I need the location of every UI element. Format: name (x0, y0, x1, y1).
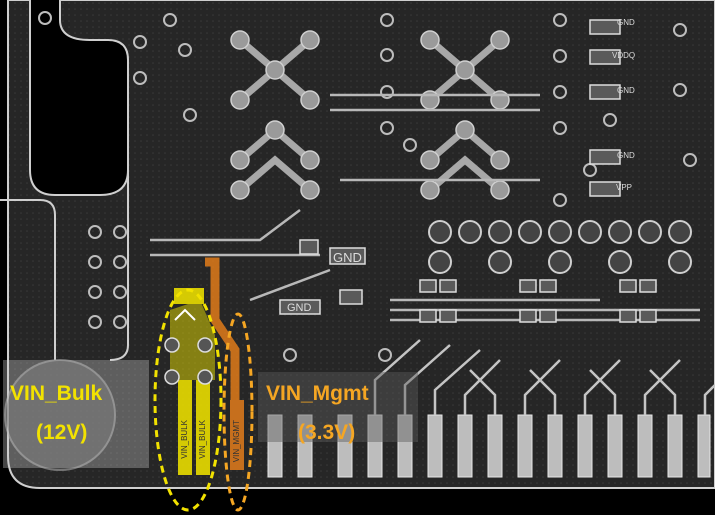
vin-bulk-outline (153, 288, 223, 512)
finger-traces (373, 339, 715, 415)
vin-mgmt-voltage: (3.3V) (298, 421, 356, 444)
mounting-hole (4, 359, 116, 471)
vin-mgmt-outline (222, 312, 254, 512)
vin-mgmt-trace (205, 257, 240, 425)
vin-mgmt-label: VIN_Mgmt (266, 382, 369, 405)
vin-bulk-voltage: (12V) (36, 421, 88, 444)
silk-gnd-1: GND (617, 18, 635, 27)
silk-gnd-4: GND (333, 250, 362, 265)
edge-fingers (267, 414, 711, 478)
pad-net-vin-mgmt: VIN_MGMT (232, 420, 241, 463)
vin-bulk-net (170, 288, 215, 475)
legend-background-mgmt (258, 372, 418, 442)
legend-background (3, 360, 149, 468)
silk-gnd-3: GND (617, 151, 635, 160)
vin-mgmt-pad (230, 400, 244, 470)
via-field (38, 11, 697, 362)
pad-net-vin-bulk-2: VIN_BULK (198, 420, 207, 459)
silk-gnd-2: GND (617, 86, 635, 95)
vin-bulk-label: VIN_Bulk (10, 382, 103, 405)
pad-row-upper (428, 220, 692, 274)
component-pads (279, 19, 657, 323)
silk-vpp: VPP (616, 183, 633, 192)
board-cutout (29, 0, 129, 196)
board-outline (7, 0, 715, 489)
pad-net-vin-bulk-1: VIN_BULK (180, 420, 189, 459)
silk-vddq: VDDQ (612, 51, 636, 60)
silk-gnd-5: GND (287, 302, 312, 314)
